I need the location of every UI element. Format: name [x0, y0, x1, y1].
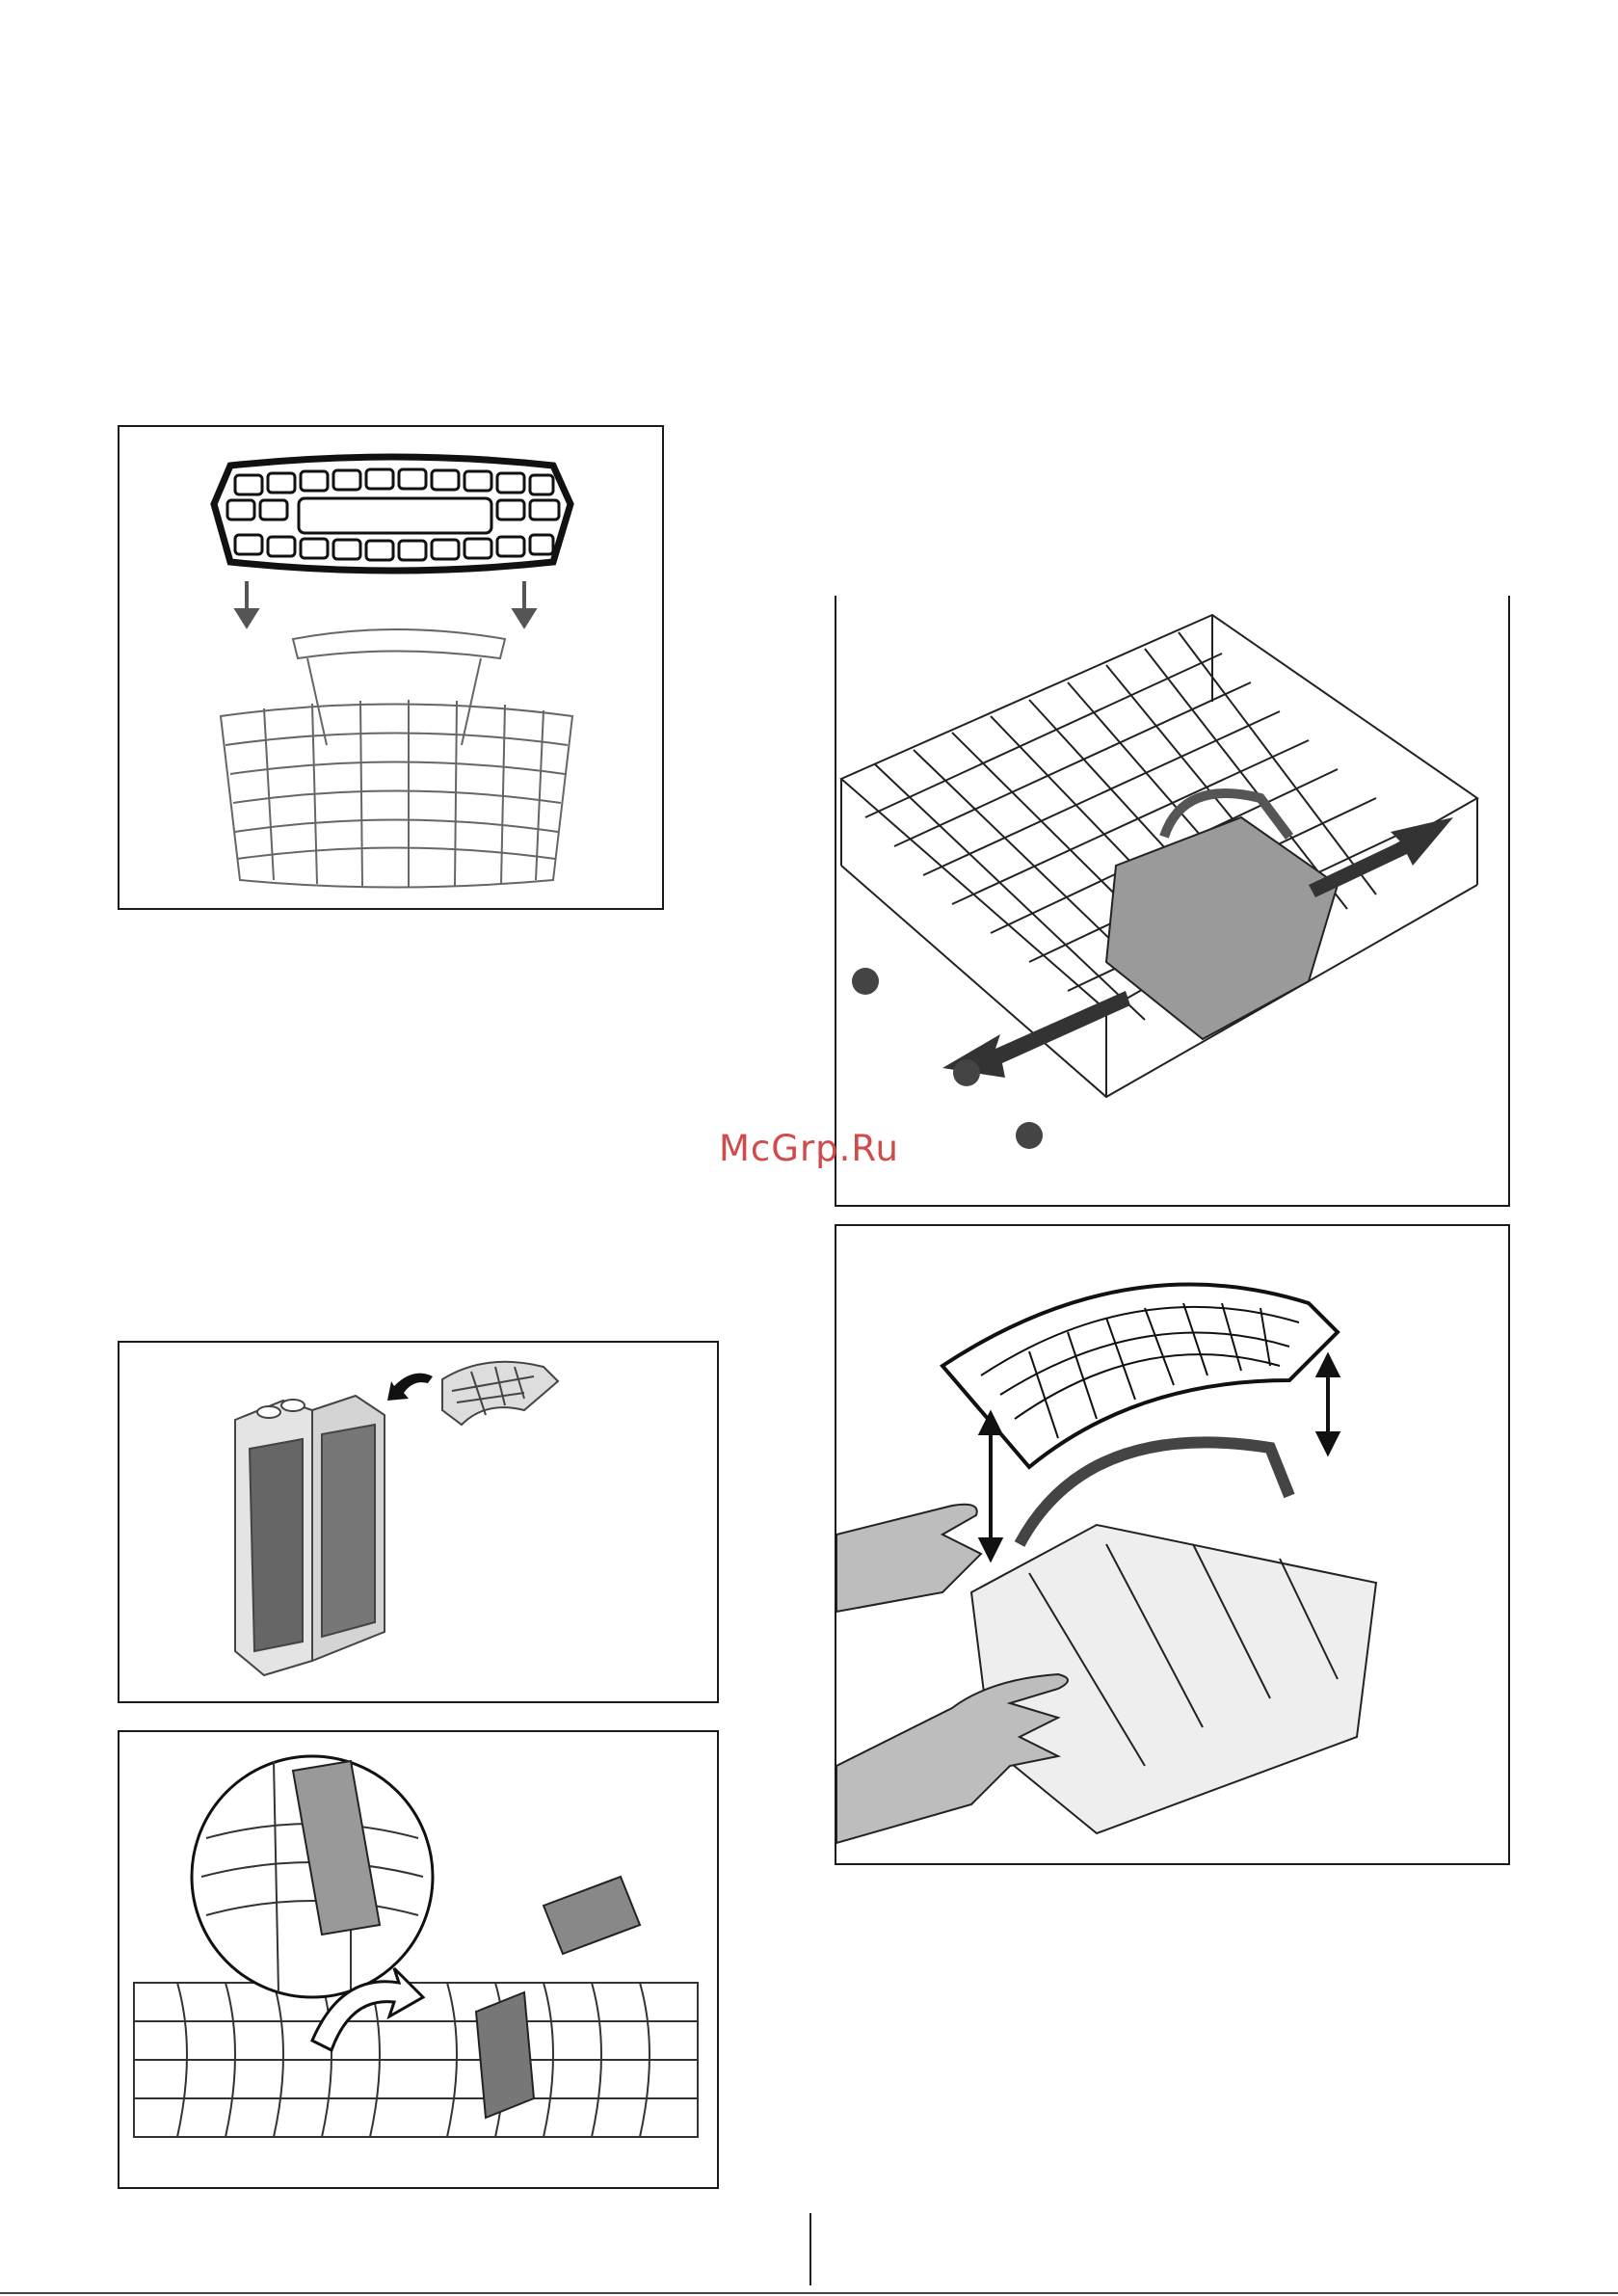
lid-attach-drawing [119, 1343, 719, 1703]
wheel-icon [852, 968, 1043, 1149]
dish-rack [134, 1983, 698, 2137]
down-arrow-icon [237, 581, 534, 626]
magnifier-circle [192, 1756, 433, 1997]
basket-lid [214, 457, 570, 571]
illustration-lid-removal [835, 1224, 1510, 1865]
cutlery-basket [971, 1442, 1376, 1833]
basket-lid [942, 1285, 1338, 1467]
watermark-text: McGrp.Ru [719, 1128, 899, 1169]
basket-lid [442, 1362, 558, 1425]
curved-arrow-icon [387, 1374, 433, 1401]
illustration-rack-placement-detail [118, 1730, 719, 2189]
cutlery-basket [235, 1396, 385, 1675]
rack-placement-drawing [119, 1732, 719, 2189]
illustration-lid-attach-side [118, 1341, 719, 1703]
illustration-rack-slide [835, 596, 1510, 1207]
cutlery-basket [221, 629, 572, 888]
lid-fitting-drawing [119, 427, 664, 910]
illustration-lid-fitting [118, 425, 664, 910]
footer-rule [0, 2292, 1618, 2294]
cutlery-basket [1106, 793, 1338, 1039]
cutlery-basket [476, 1877, 640, 2118]
rack-slide-drawing [836, 596, 1510, 1207]
lid-removal-drawing [836, 1226, 1510, 1865]
page-divider [809, 2213, 811, 2285]
